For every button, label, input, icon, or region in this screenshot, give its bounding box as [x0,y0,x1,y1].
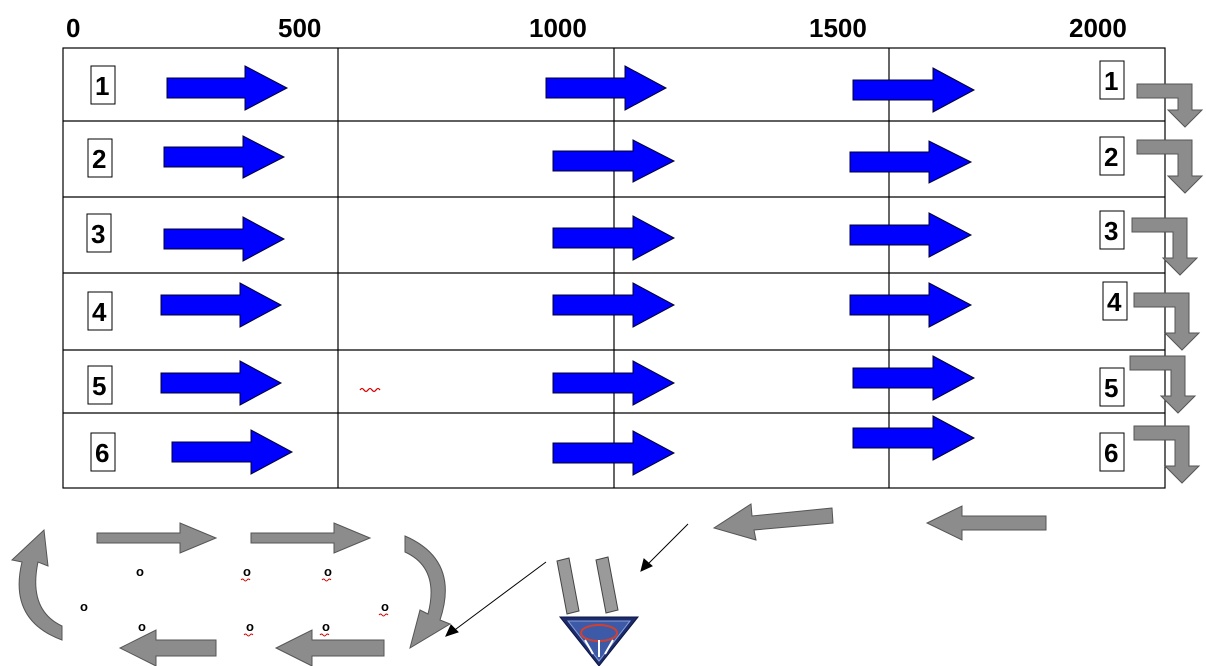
lane-label-left-6: 6 [95,438,109,468]
loop-arrow-right-icon [96,522,218,554]
lane-label-left-2: 2 [92,144,106,174]
lane-label-right-5: 5 [1104,373,1118,403]
loop-marker: o [246,619,254,634]
forward-arrow-icon [171,429,294,475]
forward-arrow-icon [852,355,976,401]
forward-arrow-icon [166,65,289,111]
forward-arrow-icon [160,360,283,406]
tick-label-500: 500 [278,13,321,43]
pointer-lines [445,523,689,637]
lane-label-right-6: 6 [1104,438,1118,468]
loop-marker: o [324,564,332,579]
marker-squiggles [240,578,389,637]
gate-bars [556,556,619,615]
lane-label-left-1: 1 [95,71,109,101]
forward-arrow-icon [852,415,976,461]
forward-arrow-icon [852,67,976,113]
forward-arrow-icon [163,135,286,179]
forward-arrow-icon [849,140,973,184]
lane-label-right-3: 3 [1104,216,1118,246]
cooldown-loop [10,522,452,666]
loop-arrow-left-icon [118,629,217,666]
forward-arrow-icon [552,139,676,183]
turn-down-arrow-icon [1129,355,1197,414]
lane-label-left-5: 5 [92,371,106,401]
lane-labels: 1 2 3 4 5 6 1 2 3 4 5 6 [86,60,1128,472]
loop-marker: o [138,619,146,634]
turn-down-arrow-icon [1131,217,1199,276]
loop-arrow-left-icon [274,629,385,666]
loop-marker: o [322,619,330,634]
return-arrow-icon [925,505,1047,541]
forward-arrow-icon [849,282,973,328]
loop-marker: o [381,599,389,614]
cooldown-markers: o o o o o o o o [80,564,389,637]
forward-arrow-icon [545,65,668,111]
distance-scale: 0 500 1000 1500 2000 [66,13,1127,43]
turn-down-arrow-icon [1136,83,1204,128]
lane-label-right-2: 2 [1104,142,1118,172]
forward-arrow-icon [160,282,283,328]
return-arrow-icon [712,503,834,541]
lane-grid [62,47,1166,489]
loop-marker: o [243,564,251,579]
squiggle-mark [359,387,381,393]
lane-label-left-3: 3 [91,219,105,249]
lane-label-left-4: 4 [92,297,107,327]
forward-arrow-icon [163,216,286,262]
tick-label-0: 0 [66,13,80,43]
loop-marker: o [136,564,144,579]
turn-arrows [1129,83,1204,484]
forward-arrows [160,65,976,476]
lane-label-right-1: 1 [1104,66,1118,96]
gate-bar [595,556,619,614]
forward-arrow-icon [552,360,676,406]
forward-arrow-icon [849,212,973,258]
loop-curve-left-icon [10,528,63,641]
turn-down-arrow-icon [1136,139,1204,194]
turn-down-arrow-icon [1133,292,1201,351]
turn-down-arrow-icon [1133,425,1201,484]
return-arrows [712,503,1047,541]
tick-label-1000: 1000 [529,13,587,43]
logo-emblem-icon [558,616,640,666]
forward-arrow-icon [552,282,676,328]
gate-bar [556,557,580,615]
lane-label-right-4: 4 [1107,287,1122,317]
forward-arrow-icon [552,430,676,476]
loop-arrow-right-icon [250,522,372,554]
loop-curve-right-icon [404,535,452,650]
tick-label-2000: 2000 [1069,13,1127,43]
tick-label-1500: 1500 [809,13,867,43]
forward-arrow-icon [552,215,676,261]
loop-marker: o [80,599,88,614]
